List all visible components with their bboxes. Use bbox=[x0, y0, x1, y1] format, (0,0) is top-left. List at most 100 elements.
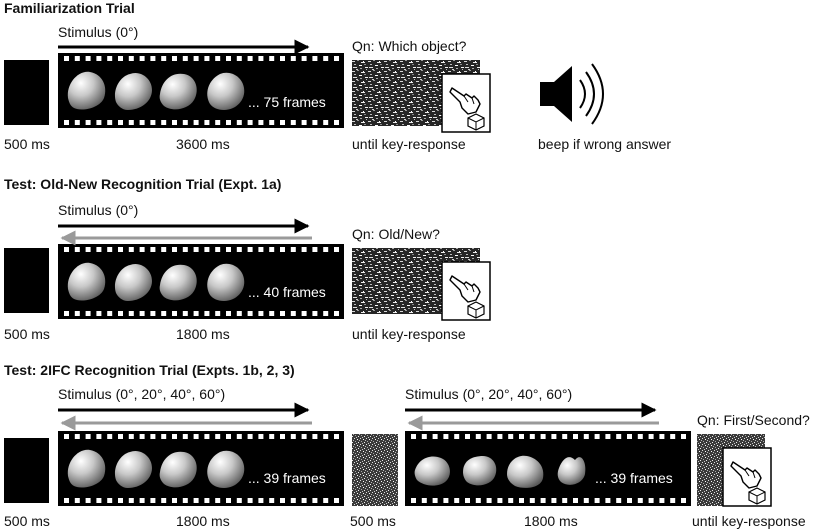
sprocket-hole bbox=[334, 56, 339, 61]
sprocket-hole bbox=[204, 56, 210, 61]
sprocket-hole bbox=[280, 434, 285, 439]
sprocket-hole bbox=[226, 434, 231, 439]
sprocket-hole bbox=[139, 311, 145, 316]
section-heading: Test: Old-New Recognition Trial (Expt. 1… bbox=[4, 176, 282, 192]
sprocket-hole bbox=[64, 247, 69, 252]
sprocket-hole bbox=[226, 56, 231, 61]
sprocket-hole bbox=[96, 120, 102, 125]
sprocket-hole bbox=[583, 498, 589, 503]
sprocket-hole bbox=[627, 434, 632, 439]
sprocket-hole bbox=[150, 247, 156, 252]
sprocket-hole bbox=[161, 311, 167, 316]
sprocket-hole bbox=[269, 311, 275, 316]
sprocket-hole bbox=[139, 56, 145, 61]
sprocket-hole bbox=[64, 434, 69, 439]
sprocket-hole bbox=[172, 498, 177, 503]
duration-label: 500 ms bbox=[350, 513, 396, 529]
pointing-hand-icon bbox=[441, 261, 491, 321]
stimulus-label: Stimulus (0°, 20°, 40°, 60°) bbox=[58, 386, 226, 402]
sprocket-hole bbox=[150, 434, 156, 439]
sprocket-hole bbox=[204, 434, 210, 439]
sprocket-hole bbox=[139, 247, 145, 252]
sprocket-hole bbox=[182, 498, 188, 503]
object-frame bbox=[207, 72, 245, 110]
sprocket-hole bbox=[74, 247, 80, 252]
sprocket-hole bbox=[139, 434, 145, 439]
sprocket-hole bbox=[139, 120, 145, 125]
object-frame bbox=[159, 73, 197, 110]
sprocket-hole bbox=[182, 120, 188, 125]
sprocket-hole bbox=[107, 56, 113, 61]
sprocket-hole bbox=[594, 498, 600, 503]
sprocket-hole bbox=[540, 498, 546, 503]
sprocket-hole bbox=[64, 311, 69, 316]
sprocket-hole bbox=[465, 434, 470, 439]
sprocket-hole bbox=[172, 247, 177, 252]
blank-screen bbox=[4, 60, 49, 125]
sprocket-hole bbox=[323, 247, 329, 252]
sprocket-hole bbox=[421, 434, 427, 439]
sprocket-hole bbox=[150, 311, 156, 316]
sprocket-hole bbox=[269, 56, 275, 61]
sprocket-hole bbox=[280, 247, 285, 252]
stimulus-label: Stimulus (0°) bbox=[58, 24, 139, 40]
sprocket-hole bbox=[236, 120, 242, 125]
sprocket-hole bbox=[605, 434, 611, 439]
sprocket-hole bbox=[226, 311, 231, 316]
sprocket-hole bbox=[85, 434, 91, 439]
sprocket-hole bbox=[172, 434, 177, 439]
sprocket-hole bbox=[648, 498, 654, 503]
sprocket-hole bbox=[301, 120, 307, 125]
object-frame bbox=[67, 449, 106, 488]
sprocket-hole bbox=[96, 434, 102, 439]
sprocket-hole bbox=[258, 120, 264, 125]
sprocket-hole bbox=[96, 247, 102, 252]
sprocket-hole bbox=[551, 434, 557, 439]
sprocket-hole bbox=[107, 311, 113, 316]
sprocket-hole bbox=[301, 434, 307, 439]
sprocket-hole bbox=[290, 311, 296, 316]
sprocket-hole bbox=[290, 434, 296, 439]
sprocket-hole bbox=[258, 311, 264, 316]
sprocket-hole bbox=[107, 247, 113, 252]
sprocket-hole bbox=[226, 120, 231, 125]
sprocket-hole bbox=[594, 434, 600, 439]
sprocket-hole bbox=[215, 311, 221, 316]
sprocket-hole bbox=[161, 56, 167, 61]
sprocket-hole bbox=[96, 311, 102, 316]
sprocket-hole bbox=[562, 434, 568, 439]
sprocket-hole bbox=[605, 498, 611, 503]
sprocket-hole bbox=[258, 498, 264, 503]
sprocket-hole bbox=[312, 434, 318, 439]
sprocket-hole bbox=[161, 434, 167, 439]
sprocket-hole bbox=[247, 56, 253, 61]
sprocket-hole bbox=[107, 434, 113, 439]
sprocket-hole bbox=[150, 498, 156, 503]
sprocket-hole bbox=[659, 434, 665, 439]
sprocket-hole bbox=[334, 498, 339, 503]
sprocket-hole bbox=[334, 311, 339, 316]
sprocket-hole bbox=[172, 120, 177, 125]
sprocket-hole bbox=[301, 56, 307, 61]
sprocket-hole bbox=[411, 434, 416, 439]
sprocket-hole bbox=[258, 56, 264, 61]
sprocket-hole bbox=[323, 311, 329, 316]
sprocket-hole bbox=[432, 498, 438, 503]
sprocket-hole bbox=[280, 311, 285, 316]
sprocket-hole bbox=[334, 247, 339, 252]
sprocket-hole bbox=[280, 498, 285, 503]
sprocket-hole bbox=[182, 311, 188, 316]
sprocket-hole bbox=[475, 434, 481, 439]
sprocket-hole bbox=[215, 120, 221, 125]
sprocket-hole bbox=[637, 434, 643, 439]
film-strip bbox=[58, 431, 344, 506]
sprocket-hole bbox=[269, 247, 275, 252]
sprocket-hole bbox=[616, 434, 622, 439]
sprocket-hole bbox=[323, 434, 329, 439]
sprocket-hole bbox=[85, 120, 91, 125]
stimulus-label: Stimulus (0°) bbox=[58, 202, 139, 218]
duration-label: 1800 ms bbox=[176, 326, 230, 342]
section-heading: Familiarization Trial bbox=[4, 0, 135, 16]
sprocket-hole bbox=[118, 56, 123, 61]
sprocket-hole bbox=[280, 120, 285, 125]
